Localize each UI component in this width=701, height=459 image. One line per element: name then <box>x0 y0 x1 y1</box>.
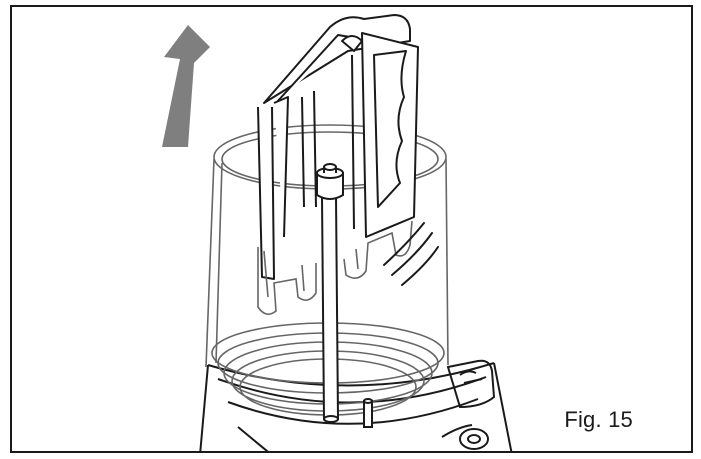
blender-shaft <box>316 163 373 428</box>
figure-caption: Fig. 15 <box>564 407 633 432</box>
motion-lines <box>383 222 439 286</box>
mixing-paddle <box>257 14 419 280</box>
figure-frame: Fig. 15 <box>10 5 693 453</box>
paddle-teeth <box>257 220 413 315</box>
up-arrow-icon <box>162 25 210 147</box>
blender-illustration <box>162 14 513 451</box>
